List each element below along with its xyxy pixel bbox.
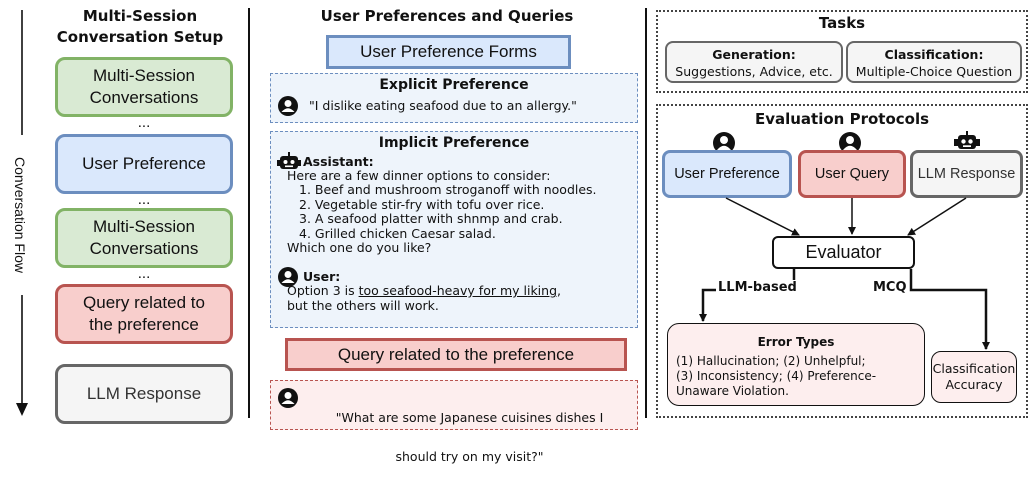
assistant-intro: Here are a few dinner options to conside… bbox=[287, 168, 551, 183]
explicit-text: "I dislike eating seafood due to an alle… bbox=[309, 98, 577, 113]
multi-session-conversations-box-2: Multi-Session Conversations bbox=[55, 208, 233, 268]
implicit-title: Implicit Preference bbox=[378, 135, 530, 151]
user-preference-forms-box: User Preference Forms bbox=[326, 35, 571, 69]
user-preference-box: User Preference bbox=[55, 134, 233, 194]
query-panel: "What are some Japanese cuisines dishes … bbox=[270, 380, 638, 463]
query-related-box: Query related to the preference bbox=[285, 338, 627, 371]
eval-user-query-box: User Query bbox=[798, 150, 906, 198]
query-box: Query related to the preference bbox=[55, 284, 233, 344]
query-text: "What are some Japanese cuisines dishes … bbox=[335, 410, 604, 464]
conversation-flow-label: Conversation Flow bbox=[10, 135, 30, 295]
left-heading: Multi-Session Conversation Setup bbox=[56, 7, 224, 46]
assistant-label: Assistant: bbox=[303, 154, 374, 169]
user-icon bbox=[278, 267, 298, 287]
separator-left bbox=[248, 8, 250, 418]
option-3: 3. A seafood platter with shnmp and crab… bbox=[299, 211, 563, 226]
robot-icon bbox=[277, 152, 301, 169]
generation-task-box: Generation: Suggestions, Advice, etc. bbox=[665, 41, 843, 83]
tasks-title: Tasks bbox=[818, 14, 866, 32]
error-types-box: Error Types (1) Hallucination; (2) Unhel… bbox=[667, 323, 925, 406]
implicit-preference-panel: Implicit Preference Assistant: Here are … bbox=[270, 131, 638, 328]
evaluator-box: Evaluator bbox=[772, 236, 915, 269]
multi-session-conversations-box-1: Multi-Session Conversations bbox=[55, 57, 233, 117]
ellipsis-2: ... bbox=[137, 191, 151, 208]
user-icon bbox=[278, 96, 298, 116]
user-reply-line-1: Option 3 is too seafood-heavy for my lik… bbox=[287, 283, 561, 298]
explicit-preference-panel: Explicit Preference "I dislike eating se… bbox=[270, 73, 638, 123]
separator-right bbox=[645, 8, 647, 418]
eval-user-preference-box: User Preference bbox=[662, 150, 792, 198]
option-1: 1. Beef and mushroom stroganoff with noo… bbox=[299, 182, 597, 197]
ellipsis-1: ... bbox=[137, 114, 151, 131]
user-reply-line-2: but the others will work. bbox=[287, 298, 439, 313]
assistant-outro: Which one do you like? bbox=[287, 240, 432, 255]
mcq-label: MCQ bbox=[871, 280, 909, 295]
user-icon bbox=[278, 388, 298, 408]
ellipsis-3: ... bbox=[137, 265, 151, 282]
classification-accuracy-box: Classification Accuracy bbox=[931, 351, 1017, 403]
llm-response-box: LLM Response bbox=[55, 364, 233, 424]
classification-task-box: Classification: Multiple-Choice Question bbox=[846, 41, 1022, 83]
robot-icon bbox=[954, 131, 980, 149]
user-icon bbox=[839, 132, 861, 154]
middle-heading: User Preferences and Queries bbox=[320, 7, 574, 25]
eval-llm-response-box: LLM Response bbox=[910, 150, 1023, 198]
option-4: 4. Grilled chicken Caesar salad. bbox=[299, 226, 496, 241]
option-2: 2. Vegetable stir-fry with tofu over ric… bbox=[299, 197, 545, 212]
user-icon bbox=[713, 132, 735, 154]
tasks-panel bbox=[656, 10, 1028, 93]
explicit-title: Explicit Preference bbox=[379, 77, 529, 93]
llm-based-label: LLM-based bbox=[716, 280, 799, 295]
evaluation-protocols-panel bbox=[656, 104, 1028, 418]
evaluation-title: Evaluation Protocols bbox=[754, 110, 930, 128]
user-label: User: bbox=[303, 269, 341, 284]
